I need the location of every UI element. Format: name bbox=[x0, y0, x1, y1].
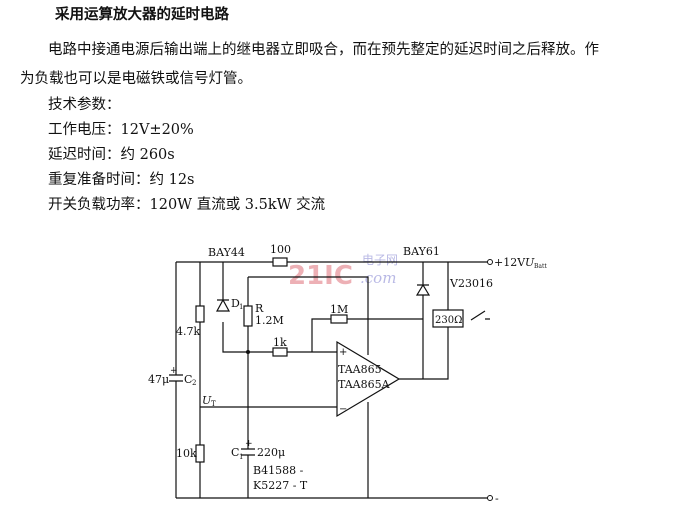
svg-text:电子网: 电子网 bbox=[362, 253, 398, 267]
terminal-ground bbox=[487, 495, 493, 501]
wires bbox=[175, 261, 488, 499]
paragraph-line-2: 为负载也可以是电磁铁或信号灯管。 bbox=[20, 71, 252, 87]
watermark: 21IC 电子网 .com bbox=[288, 253, 398, 291]
label-ubatt: U bbox=[525, 256, 535, 269]
label-r100: 100 bbox=[270, 243, 291, 256]
resistor-r-1m2 bbox=[243, 305, 253, 327]
label-relay-model: V23016 bbox=[449, 277, 493, 290]
label-1m: 1M bbox=[330, 303, 348, 316]
label-d1: D bbox=[231, 297, 240, 310]
label-4k7: 4.7k bbox=[176, 325, 200, 338]
spec-reset: 重复准备时间：约 12s bbox=[48, 172, 195, 188]
resistor-1k bbox=[272, 347, 288, 357]
specs-heading: 技术参数： bbox=[48, 97, 121, 113]
opamp-symbol bbox=[336, 340, 401, 418]
label-1k: 1k bbox=[273, 336, 287, 349]
label-10k: 10k bbox=[176, 447, 197, 460]
label-c2-sub: 2 bbox=[192, 379, 196, 387]
label-opamp-2: TAA865A bbox=[338, 378, 391, 391]
diode-bay61-icon bbox=[415, 283, 431, 296]
label-bay44: BAY44 bbox=[208, 246, 245, 259]
label-part-1: B41588 - bbox=[253, 464, 304, 477]
document-title: 采用运算放大器的延时电路 bbox=[55, 7, 229, 23]
relay-contact-icon bbox=[470, 310, 490, 321]
resistor-100 bbox=[272, 257, 288, 267]
label-ground: - bbox=[495, 492, 499, 505]
label-r-value: 1.2M bbox=[255, 314, 284, 327]
label-relay-coil: 230Ω bbox=[435, 315, 462, 326]
spec-delay: 延迟时间：约 260s bbox=[48, 147, 175, 163]
label-ubatt-sub: Batt bbox=[534, 263, 547, 270]
capacitor-c1 bbox=[241, 448, 255, 456]
label-d1-sub: 1 bbox=[239, 303, 243, 311]
relay-coil bbox=[432, 309, 464, 328]
spec-voltage: 工作电压：12V±20% bbox=[48, 122, 194, 138]
label-opamp-minus: − bbox=[339, 404, 347, 415]
paragraph-line-1: 电路中接通电源后输出端上的继电器立即吸合，而在预先整定的延迟时间之后释放。作 bbox=[48, 42, 599, 58]
junction-dot bbox=[246, 350, 250, 354]
label-supply: +12V bbox=[494, 256, 526, 269]
resistor-10k bbox=[195, 444, 205, 463]
diode-d1-icon bbox=[215, 298, 231, 312]
label-c1-value: 220μ bbox=[257, 446, 285, 459]
label-c2-value: 47μ bbox=[148, 373, 169, 386]
label-c1-sub: 1 bbox=[239, 453, 243, 461]
label-opamp-1: TAA865 bbox=[338, 363, 382, 376]
label-c2-plus: + bbox=[170, 366, 178, 376]
label-part-2: K5227 - T bbox=[253, 479, 308, 492]
label-c2: C bbox=[184, 373, 192, 386]
label-ut: U bbox=[202, 394, 212, 407]
capacitor-c2 bbox=[169, 374, 183, 382]
resistor-1m bbox=[330, 314, 348, 324]
label-opamp-plus: + bbox=[339, 347, 347, 358]
label-ut-sub: T bbox=[211, 400, 216, 408]
label-bay61: BAY61 bbox=[403, 245, 440, 258]
terminal-plus bbox=[487, 259, 493, 265]
label-c1-plus: + bbox=[245, 439, 253, 449]
svg-text:.com: .com bbox=[360, 269, 396, 287]
resistor-4k7 bbox=[195, 305, 205, 323]
spec-load: 开关负载功率：120W 直流或 3.5kW 交流 bbox=[48, 197, 326, 213]
label-c1: C bbox=[231, 446, 239, 459]
label-r: R bbox=[255, 302, 264, 315]
svg-text:21IC: 21IC bbox=[288, 261, 353, 291]
